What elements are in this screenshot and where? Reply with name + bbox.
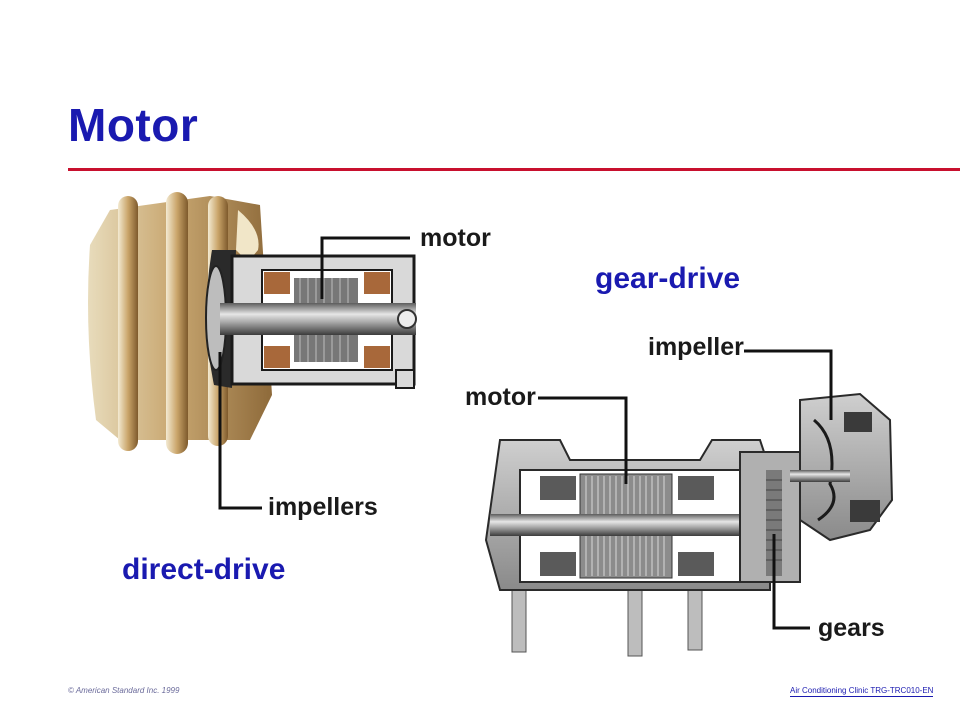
label-gears: gears: [818, 614, 885, 642]
footer-course-link[interactable]: Air Conditioning Clinic TRG-TRC010-EN: [790, 686, 934, 697]
label-impellers: impellers: [268, 493, 378, 521]
gear-drive-image: [484, 392, 894, 657]
title-underline: [68, 168, 960, 171]
slide-title: Motor: [68, 99, 199, 151]
label-impeller: impeller: [648, 333, 744, 361]
label-motor-gear: motor: [465, 383, 536, 411]
heading-direct-drive: direct-drive: [122, 553, 286, 586]
label-motor-direct: motor: [420, 224, 491, 252]
footer-copyright: © American Standard Inc. 1999: [68, 686, 180, 695]
heading-gear-drive: gear-drive: [595, 262, 741, 295]
direct-drive-image: [88, 192, 417, 454]
